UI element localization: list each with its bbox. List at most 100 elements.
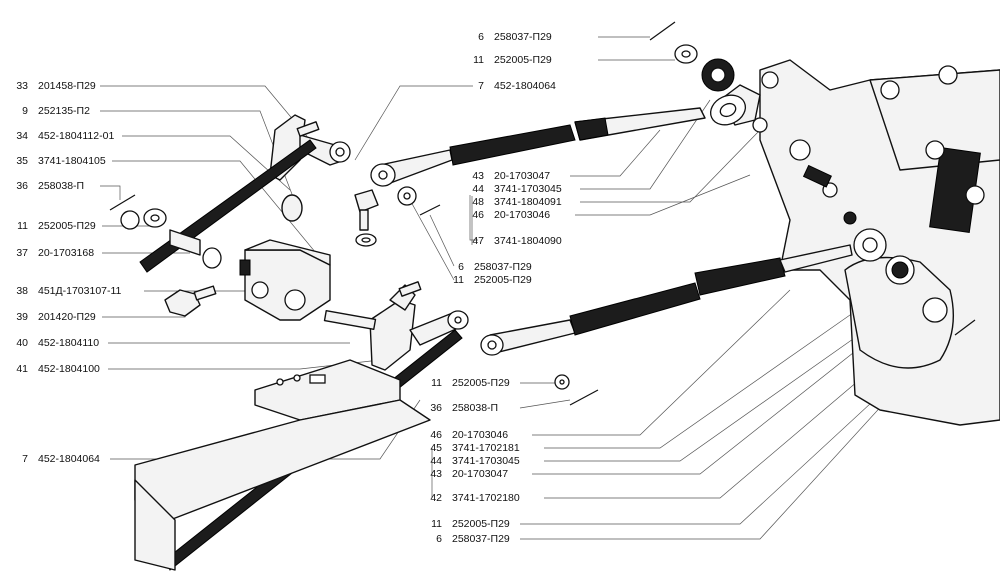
callout-number: 44 — [430, 455, 442, 467]
mounting-plate — [134, 359, 431, 571]
callout-number: 35 — [16, 155, 28, 167]
leader-c28 — [532, 299, 921, 475]
callout-9-252135: 9 252135-П2 — [14, 105, 90, 117]
callout-number: 34 — [16, 130, 28, 142]
leader-c15 — [354, 85, 473, 161]
callout-number: 40 — [16, 337, 28, 349]
leader-c2 — [100, 110, 301, 216]
callout-39-201420: 39 201420-П29 — [14, 311, 96, 323]
callout-number: 39 — [16, 311, 28, 323]
callout-part-code: 3741-1703045 — [452, 455, 520, 467]
callout-46-20-1703046-upper: 46 20-1703046 — [470, 209, 550, 221]
upper-rod-assembly — [370, 21, 747, 216]
callout-number: 11 — [473, 54, 484, 66]
callout-number: 46 — [430, 429, 442, 441]
callout-part-code: 452-1804100 — [38, 363, 100, 375]
callout-6-258037-top: 6 258037-П29 — [470, 31, 552, 43]
leader-c5 — [100, 185, 121, 200]
callout-33-201458: 33 201458-П29 — [14, 80, 96, 92]
callout-11-252005: 11 252005-П29 — [14, 220, 96, 232]
callout-part-code: 258038-П — [452, 402, 499, 414]
callout-number: 36 — [16, 180, 28, 192]
callout-7-452-1804064-upper: 7 452-1804064 — [470, 80, 556, 92]
leader-c17 — [580, 99, 711, 190]
engine-housing — [701, 58, 1000, 426]
callout-number: 7 — [478, 80, 484, 92]
callout-40-452-1804110: 40 452-1804110 — [14, 337, 99, 349]
callout-36-258038-lower: 36 258038-П — [428, 402, 498, 414]
callout-number: 41 — [16, 363, 28, 375]
callout-number: 11 — [17, 220, 28, 232]
callout-number: 11 — [431, 518, 442, 530]
callout-part-code: 252005-П29 — [38, 220, 96, 232]
leader-c22 — [409, 199, 455, 281]
callout-number: 36 — [430, 402, 442, 414]
callout-part-code: 258037-П29 — [474, 261, 532, 273]
callout-part-code: 252005-П29 — [474, 274, 532, 286]
callout-number: 7 — [22, 453, 28, 465]
callout-number: 11 — [431, 377, 442, 389]
callout-part-code: 20-1703046 — [494, 209, 551, 221]
callout-number: 46 — [472, 209, 484, 221]
callout-part-code: 20-1703046 — [452, 429, 509, 441]
leader-c18 — [580, 129, 761, 203]
callout-36-258038: 36 258038-П — [14, 180, 84, 192]
leader-c21 — [429, 214, 455, 267]
callout-number: 38 — [16, 285, 28, 297]
lower-rod-assembly — [480, 244, 976, 406]
bolt-nut — [354, 189, 379, 247]
callout-part-code: 3741-1702180 — [452, 492, 520, 504]
callout-part-code: 452-1804110 — [38, 337, 100, 349]
callout-11-252005-bottom: 11 252005-П29 — [428, 518, 510, 530]
callout-part-code: 258038-П — [38, 180, 85, 192]
callout-44-3741-1703045-lower: 44 3741-1703045 — [428, 455, 520, 467]
left-lever-assembly — [109, 114, 351, 273]
callout-part-code: 258037-П29 — [494, 31, 552, 43]
callout-part-code: 3741-1804105 — [38, 155, 106, 167]
leader-c4 — [112, 160, 331, 271]
callout-number: 43 — [430, 468, 442, 480]
callout-part-code: 201420-П29 — [38, 311, 96, 323]
leader-c27 — [544, 319, 881, 462]
callout-number: 45 — [430, 442, 442, 454]
callout-number: 43 — [472, 170, 484, 182]
callout-number: 6 — [458, 261, 464, 273]
leader-c25 — [532, 289, 791, 436]
callout-part-code: 20-1703168 — [38, 247, 95, 259]
callout-part-code: 3741-1804091 — [494, 196, 562, 208]
callout-part-code: 452-1804112-01 — [38, 130, 115, 142]
callout-34-452-1804112: 34 452-1804112-01 — [14, 130, 114, 142]
callout-part-code: 201458-П29 — [38, 80, 96, 92]
callout-number: 6 — [478, 31, 484, 43]
callout-part-code: 258037-П29 — [452, 533, 510, 545]
callout-part-code: 451Д-1703107-11 — [38, 285, 122, 297]
callout-part-code: 452-1804064 — [494, 80, 556, 92]
centre-bracket — [164, 239, 331, 321]
callout-part-code: 3741-1703045 — [494, 183, 562, 195]
callout-number: 9 — [22, 105, 28, 117]
callout-part-code: 252135-П2 — [38, 105, 90, 117]
callout-41-452-1804100: 41 452-1804100 — [14, 363, 100, 375]
callout-6-258037-mid: 6 258037-П29 — [450, 261, 532, 273]
leader-c16 — [570, 129, 661, 177]
callout-number: 33 — [16, 80, 28, 92]
callout-46-20-1703046-lower: 46 20-1703046 — [428, 429, 508, 441]
leader-c26 — [544, 279, 901, 449]
callout-part-code: 252005-П29 — [452, 518, 510, 530]
callout-part-code: 20-1703047 — [494, 170, 551, 182]
callout-number: 11 — [453, 274, 464, 286]
callout-43-20-1703047-upper: 43 20-1703047 — [470, 170, 550, 182]
leader-c8 — [144, 269, 256, 292]
callout-11-252005-mid: 11 252005-П29 — [450, 274, 532, 286]
